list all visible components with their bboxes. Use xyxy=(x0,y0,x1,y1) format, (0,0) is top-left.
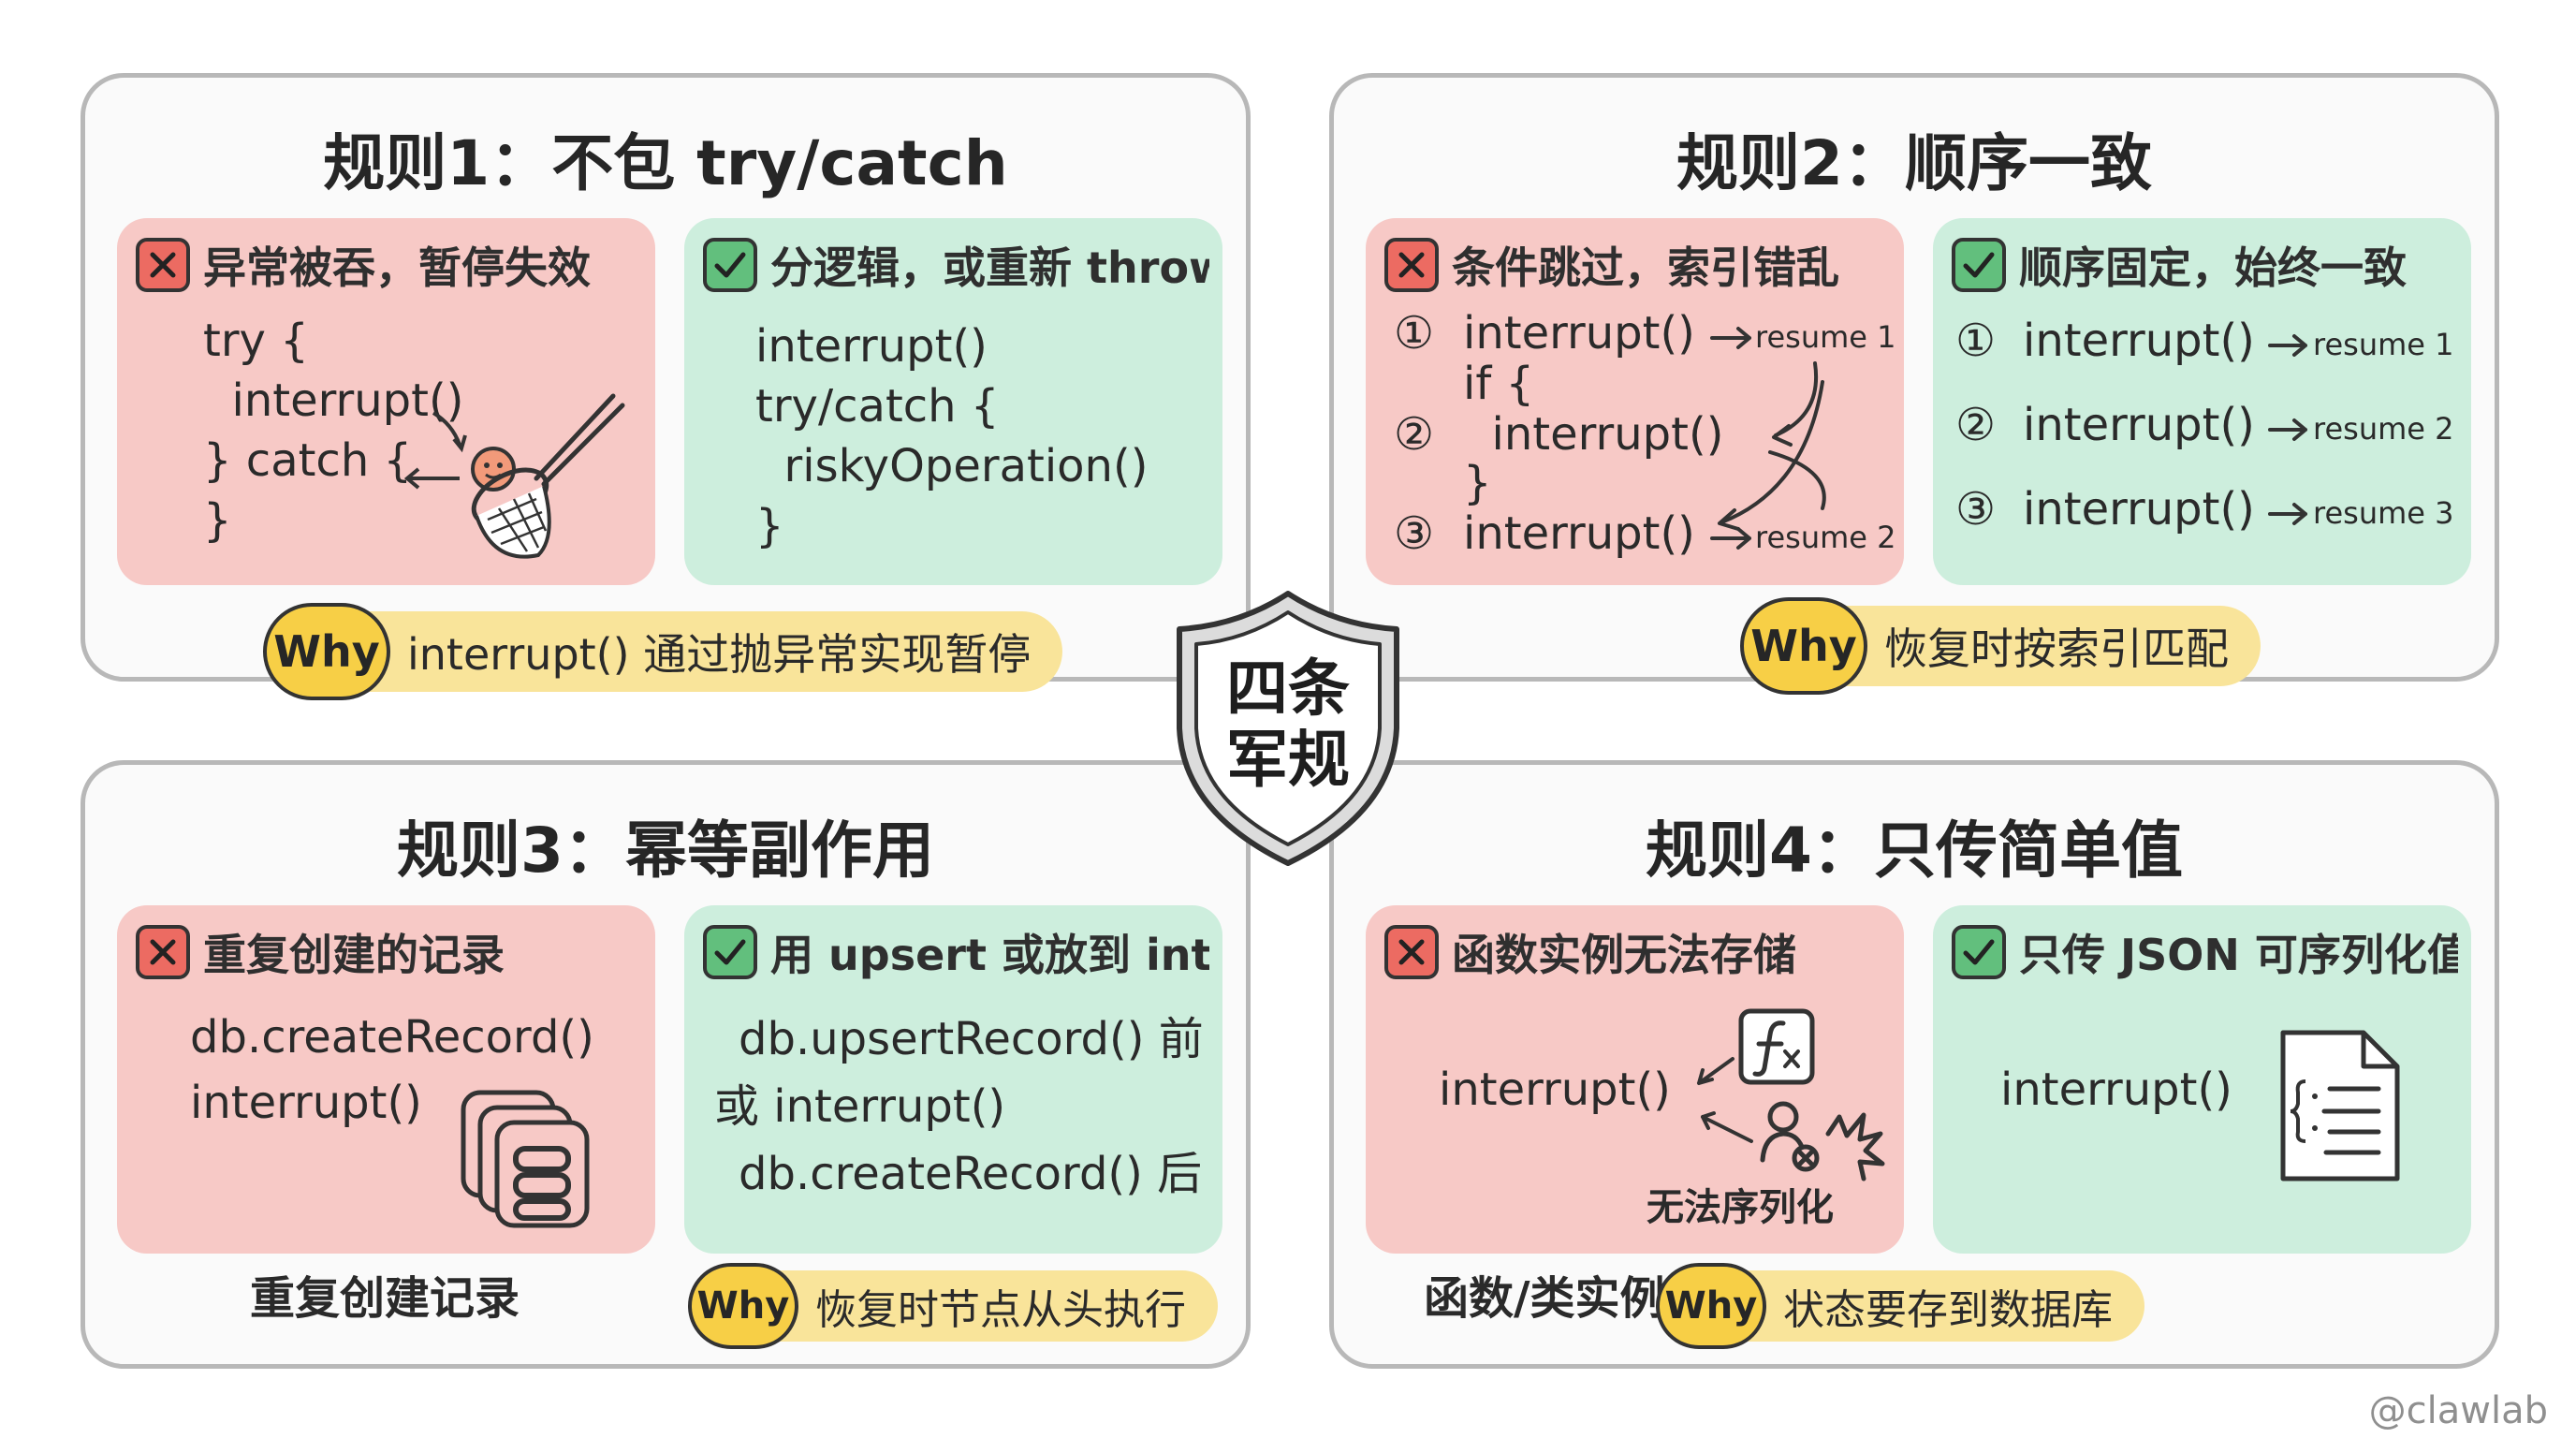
rule4-why: Why 状态要存到数据库 xyxy=(1656,1263,2144,1349)
rule1-bad-heading: 异常被吞，暂停失效 xyxy=(136,237,642,293)
arrow-icons xyxy=(2268,334,2307,525)
rule2-bad-line: interrupt() xyxy=(1463,408,1724,461)
rule1-why-text: interrupt() 通过抛异常实现暂停 xyxy=(407,629,1032,680)
why-bubble: Why xyxy=(1656,1263,1766,1349)
rule1-card: 规则1：不包 try/catch 异常被吞，暂停失效 try { interru… xyxy=(80,73,1251,700)
rule3-good-panel: 用 upsert 或放到 int... db.upsertRecord() 前 … xyxy=(684,905,1222,1254)
rule1-bad-line: interrupt() xyxy=(203,374,464,427)
rule2-good-line: interrupt() xyxy=(2023,315,2255,367)
instance-icon xyxy=(1760,1101,1885,1181)
rule1-title: 规则1：不包 try/catch xyxy=(323,127,1008,199)
rule2-bad-line: } xyxy=(1463,457,1492,509)
rule2-bad-line: interrupt() xyxy=(1463,507,1695,560)
rule2-bad-heading: 条件跳过，索引错乱 xyxy=(1384,237,1891,293)
rule4-good-panel: 只传 JSON 可序列化值 interrupt() xyxy=(1933,905,2471,1254)
rule2-good-note: resume 2 xyxy=(2313,411,2454,447)
function-icon xyxy=(1738,1008,1815,1085)
duplicate-records-icon xyxy=(461,1090,590,1228)
rule2-bad-num: ① xyxy=(1394,307,1435,360)
rule2-good-num: ① xyxy=(1955,315,1997,367)
shield-icon xyxy=(1177,591,1399,866)
rule2-bad-note: resume 2 xyxy=(1755,520,1896,555)
rule2-bad-panel: 条件跳过，索引错乱 ① interrupt() resume 1 if { ② … xyxy=(1366,218,1904,585)
check-icon xyxy=(1952,238,2006,292)
rule4-bad-line: interrupt() xyxy=(1439,1064,1671,1116)
rule2-good-line: interrupt() xyxy=(2023,399,2255,451)
x-icon xyxy=(136,238,190,292)
x-icon xyxy=(1384,925,1439,979)
rule3-bad-heading: 重复创建的记录 xyxy=(136,924,642,980)
rule4-bad-heading: 函数实例无法存储 xyxy=(1384,924,1891,980)
rule3-bad-panel: 重复创建的记录 db.createRecord() interrupt() xyxy=(117,905,655,1254)
rule4-good-heading: 只传 JSON 可序列化值 xyxy=(1952,924,2458,980)
rule4-bad-annotation: 无法序列化 xyxy=(1647,1186,1834,1229)
rule4-why-text: 状态要存到数据库 xyxy=(1783,1286,2113,1334)
why-bubble: Why xyxy=(1740,597,1867,695)
rule1-good-line: try/catch { xyxy=(755,380,1000,433)
rule1-good-line: interrupt() xyxy=(755,320,988,373)
rule1-bad-line: } xyxy=(203,494,232,547)
check-icon xyxy=(1952,925,2006,979)
why-bubble: Why xyxy=(263,603,390,700)
rule1-bad-line: try { xyxy=(203,315,309,367)
rule2-bad-num: ② xyxy=(1394,408,1435,461)
json-document-icon xyxy=(2280,1030,2400,1181)
check-icon xyxy=(703,925,757,979)
rule3-bad-line: db.createRecord() xyxy=(190,1011,594,1064)
rule1-bad-panel: 异常被吞，暂停失效 try { interrupt() } catch { } xyxy=(117,218,655,585)
rule2-good-heading: 顺序固定，始终一致 xyxy=(1952,237,2458,293)
rule2-good-panel: 顺序固定，始终一致 ① interrupt() resume 1 ② inter… xyxy=(1933,218,2471,585)
rule2-why-text: 恢复时按索引匹配 xyxy=(1884,624,2229,674)
rule3-why: Why 恢复时节点从头执行 xyxy=(688,1263,1218,1349)
x-icon xyxy=(1384,238,1439,292)
check-icon xyxy=(703,238,757,292)
x-icon xyxy=(136,925,190,979)
rule2-good-num: ② xyxy=(1955,399,1997,451)
rule1-why: Why interrupt() 通过抛异常实现暂停 xyxy=(263,603,1063,700)
rule2-bad-line: interrupt() xyxy=(1463,307,1695,360)
rule3-bad-caption: 重复创建记录 xyxy=(250,1272,520,1325)
watermark: @clawlab xyxy=(2368,1389,2548,1432)
rule1-good-line: riskyOperation() xyxy=(755,440,1149,492)
rule3-good-line: 或 interrupt() xyxy=(714,1080,1006,1133)
rule3-good-line: db.upsertRecord() 前 xyxy=(739,1013,1204,1065)
rule3-good-line: db.createRecord() 后 xyxy=(739,1148,1203,1200)
rule2-why: Why 恢复时按索引匹配 xyxy=(1740,597,2261,695)
rule2-card: 规则2：顺序一致 条件跳过，索引错乱 ① interrupt() resume … xyxy=(1329,73,2499,695)
net-catching-icon xyxy=(403,393,625,559)
rule2-good-note: resume 1 xyxy=(2313,327,2454,362)
rule3-bad-line: interrupt() xyxy=(190,1077,422,1129)
rule4-bad-panel: 函数实例无法存储 interrupt() 无法序列化 xyxy=(1366,905,1904,1254)
rule3-card: 规则3：幂等副作用 重复创建的记录 db.createRecord() inte… xyxy=(80,760,1251,1369)
rule2-good-note: resume 3 xyxy=(2313,495,2454,531)
rule2-bad-note: resume 1 xyxy=(1755,319,1896,355)
rule2-good-line: interrupt() xyxy=(2023,483,2255,536)
center-shield: 四条 军规 xyxy=(1172,588,1404,869)
shield-line1: 四条 xyxy=(1226,653,1350,725)
rule4-title: 规则4：只传简单值 xyxy=(1646,814,2183,887)
shield-line2: 军规 xyxy=(1226,723,1350,796)
rule3-good-heading: 用 upsert 或放到 int... xyxy=(703,924,1209,980)
rule2-title: 规则2：顺序一致 xyxy=(1676,127,2152,199)
rule2-good-num: ③ xyxy=(1955,483,1997,536)
rule3-title: 规则3：幂等副作用 xyxy=(397,814,934,887)
arrow-icons xyxy=(1697,1057,1753,1143)
tangled-arrows-icon xyxy=(1710,327,1826,550)
why-bubble: Why xyxy=(688,1263,798,1349)
rule1-good-line: } xyxy=(755,500,784,552)
rule1-good-panel: 分逻辑，或重新 throw interrupt() try/catch { ri… xyxy=(684,218,1222,585)
rule4-card: 规则4：只传简单值 函数实例无法存储 interrupt() 无法序列化 xyxy=(1329,760,2499,1369)
rule3-why-text: 恢复时节点从头执行 xyxy=(815,1286,1186,1334)
rule2-bad-num: ③ xyxy=(1394,507,1435,560)
rule4-good-line: interrupt() xyxy=(2000,1064,2232,1116)
rule2-bad-line: if { xyxy=(1463,358,1535,410)
rule1-good-heading: 分逻辑，或重新 throw xyxy=(703,237,1209,293)
rule1-bad-line: } catch { xyxy=(203,434,413,487)
